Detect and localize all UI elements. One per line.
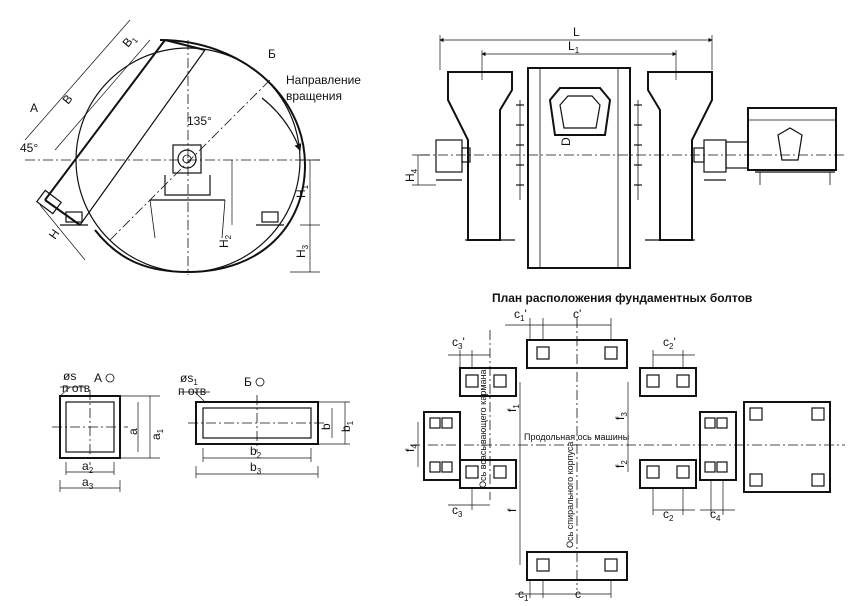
flange-b-view-label: Б	[244, 375, 252, 389]
flange-b-hole-label: øs1	[180, 371, 198, 387]
plan-c1: c1	[518, 587, 529, 601]
dim-l-label: L	[573, 25, 580, 39]
angle-135-label: 135°	[187, 114, 212, 128]
side-view: B1 B А Б 45° 135° Направление вращения H…	[20, 19, 361, 275]
view-b-label: Б	[268, 47, 276, 61]
dim-b1-label: B1	[120, 31, 141, 51]
plan-c1-prime: c1'	[514, 307, 527, 323]
plan-f3: f3	[613, 412, 629, 420]
dim-h4-label: H4	[403, 168, 419, 182]
plan-c3: c3	[452, 503, 463, 519]
front-view: L L1 D	[403, 25, 845, 269]
plan-c4: c4	[710, 507, 721, 523]
flange-b-view: øs1 п отв Б b b1 b2 b3	[178, 371, 355, 478]
plan-f2: f2	[613, 460, 629, 468]
flange-a-view-label: А	[94, 371, 102, 385]
flange-b-dim-b2: b2	[250, 444, 262, 460]
view-b-rotation-icon	[255, 377, 265, 387]
rotation-label-line1: Направление	[286, 73, 361, 87]
view-a-label: А	[30, 101, 38, 115]
dim-h2-label: H2	[217, 234, 233, 248]
plan-c3-prime: c3'	[452, 335, 465, 351]
flange-a-dim-a3: a3	[82, 475, 94, 491]
plan-f: f	[505, 508, 519, 512]
flange-b-dim-b3: b3	[250, 460, 262, 476]
flange-a-view: øs п отв А a a1 a2 a3	[52, 369, 165, 492]
dim-h1-label: H1	[294, 184, 310, 198]
plan-title: План расположения фундаментных болтов	[492, 291, 752, 305]
flange-b-hole-count: п отв	[178, 384, 206, 398]
flange-b-dim-b1: b1	[339, 420, 355, 432]
flange-a-hole-count: п отв	[62, 381, 90, 395]
flange-a-dim-a1: a1	[149, 428, 165, 440]
rotation-label-line2: вращения	[286, 89, 342, 103]
flange-a-dim-a2: a2	[82, 459, 94, 475]
plan-c-prime: c'	[573, 307, 581, 321]
dim-b-label: B	[60, 92, 76, 107]
axis-spiral-label: Ось спирального корпуса	[565, 442, 575, 548]
plan-c2: c2	[663, 507, 674, 523]
plan-f4: f4	[403, 444, 419, 452]
angle-45-label: 45°	[20, 141, 38, 155]
dim-d-label: D	[559, 137, 573, 146]
foundation-plan: План расположения фундаментных болтов	[403, 291, 845, 603]
dim-h3-label: H3	[294, 244, 310, 258]
axis-machine-label: Продольная ось машины	[524, 432, 629, 442]
plan-f1: f1	[505, 404, 521, 412]
plan-c: c	[575, 587, 581, 601]
dim-l1-label: L1	[568, 39, 580, 55]
flange-a-hole-label: øs	[63, 369, 76, 383]
flange-b-dim-b: b	[319, 423, 333, 430]
flange-a-dim-a: a	[126, 428, 140, 435]
view-a-rotation-icon	[105, 373, 115, 383]
plan-c2-prime: c2'	[663, 335, 676, 351]
axis-suction-label: Ось всасывающего кармана	[478, 370, 488, 489]
